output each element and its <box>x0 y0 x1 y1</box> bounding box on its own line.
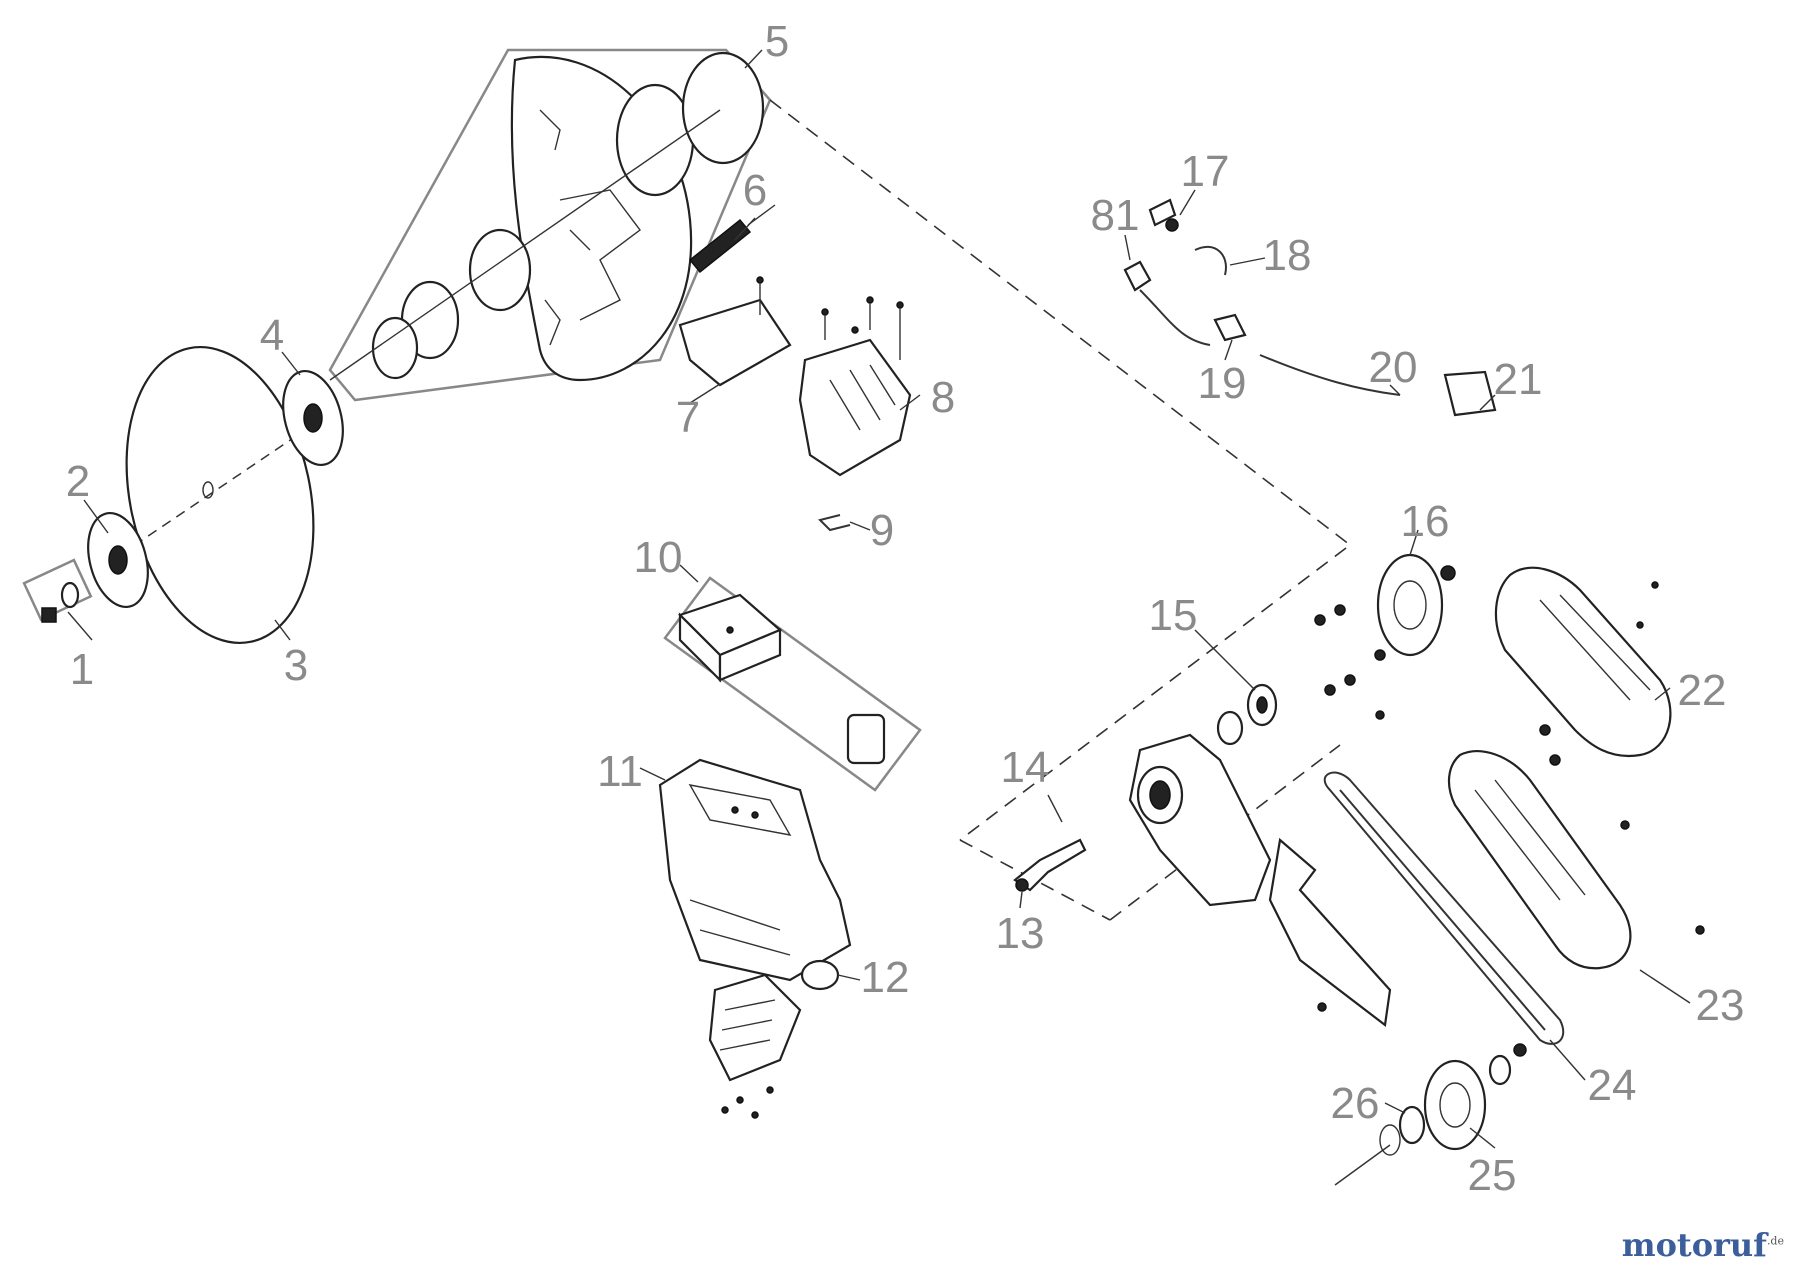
spring-part <box>688 204 776 274</box>
callout-21: 21 <box>1494 355 1543 404</box>
pulley-16 <box>1376 553 1456 657</box>
air-box-housing <box>658 758 852 982</box>
callout-20: 20 <box>1369 343 1418 392</box>
water-kit <box>1123 198 1497 417</box>
callout-25: 25 <box>1468 1151 1517 1200</box>
callout-6: 6 <box>743 166 767 215</box>
cutting-blade <box>119 345 321 645</box>
belt-cover-outer <box>1494 566 1672 758</box>
outer-flange <box>87 511 149 609</box>
belt-cover-inner <box>1447 724 1705 970</box>
callout-22: 22 <box>1678 666 1727 715</box>
callout-24: 24 <box>1588 1061 1637 1110</box>
drive-shaft <box>1013 838 1087 892</box>
blade-guard-group <box>328 48 772 402</box>
leader-lines <box>67 49 1691 1149</box>
carburetor-cover <box>708 973 802 1119</box>
bearing-15 <box>1216 683 1278 746</box>
callout-23: 23 <box>1696 981 1745 1030</box>
brand-domain: .de <box>1766 1234 1784 1248</box>
drive-belt <box>1323 771 1565 1045</box>
callout-10: 10 <box>634 533 683 582</box>
belt-guard-plate <box>1268 837 1392 1028</box>
gasket-ring <box>800 959 840 991</box>
bearing-26 <box>1334 1105 1426 1186</box>
callout-7: 7 <box>676 393 700 442</box>
clutch-pulley-25 <box>1423 1043 1527 1151</box>
brand-watermark: motoruf.de <box>1622 1226 1784 1264</box>
callout-12: 12 <box>861 953 910 1002</box>
callout-9: 9 <box>870 506 894 555</box>
callout-8: 8 <box>931 373 955 422</box>
callout-19: 19 <box>1198 359 1247 408</box>
callout-2: 2 <box>66 457 90 506</box>
blade-bolt <box>22 558 93 623</box>
screws-cluster <box>1314 604 1386 720</box>
inner-flange <box>282 369 344 467</box>
callout-1: 1 <box>70 645 94 694</box>
callout-4: 4 <box>260 311 284 360</box>
air-filter-kit <box>663 576 922 792</box>
callout-17: 17 <box>1181 147 1230 196</box>
bearing-housing-plate <box>1128 733 1272 907</box>
brand-name: motoruf <box>1621 1226 1767 1264</box>
guard-cover-right <box>798 296 912 477</box>
callout-14: 14 <box>1001 743 1050 792</box>
callout-labels: 1 2 3 4 5 6 7 8 9 10 11 12 13 14 15 16 1… <box>66 17 1745 1200</box>
callout-3: 3 <box>284 641 308 690</box>
callout-26: 26 <box>1331 1079 1380 1128</box>
callout-11: 11 <box>597 747 643 796</box>
callout-16: 16 <box>1401 497 1450 546</box>
clip-part <box>818 514 851 532</box>
callout-13: 13 <box>996 909 1045 958</box>
guard-cover-left <box>678 276 792 387</box>
callout-15: 15 <box>1149 591 1198 640</box>
callout-81: 81 <box>1091 191 1140 240</box>
callout-18: 18 <box>1263 231 1312 280</box>
callout-5: 5 <box>765 17 789 66</box>
